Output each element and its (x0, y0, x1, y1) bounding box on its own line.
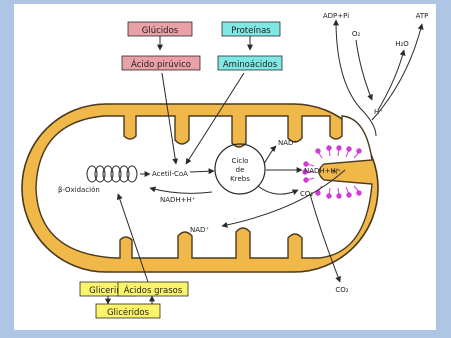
h2o-label: H₂O (395, 40, 409, 48)
krebs-line2: de (236, 166, 245, 174)
nad-plus-top-label: NAD⁺ (278, 139, 297, 147)
adp-pi-label: ADP+Pi (323, 12, 349, 20)
krebs-line3: Krebs (230, 175, 250, 183)
acetil-coa-label: Acetil-CoA (152, 170, 188, 178)
co2-outer-label: CO₂ (335, 286, 348, 294)
o2-label: O₂ (352, 30, 361, 38)
proteinas-label: Proteínas (231, 26, 271, 36)
acido-piruvico-label: Ácido pirúvico (131, 58, 191, 70)
gliceridos-label: Glicéridos (107, 307, 150, 318)
h-plus-top-label: H⁺ (374, 108, 383, 116)
beta-oxidacion-label: β-Oxidación (58, 186, 100, 194)
atp-label: ATP (416, 12, 429, 20)
co2-inner-label: CO₂ (300, 190, 313, 198)
h-plus-inner-label: H⁺ (332, 168, 341, 176)
krebs-line1: Ciclo (232, 157, 249, 165)
nad-plus-bottom-label: NAD⁺ (190, 226, 209, 234)
acidos-grasos-label: Ácidos grasos (124, 284, 183, 296)
aminoacidos-label: Aminoácidos (223, 60, 278, 70)
glucidos-label: Glúcidos (142, 26, 179, 36)
nadh-left-label: NADH+H⁺ (160, 196, 196, 204)
